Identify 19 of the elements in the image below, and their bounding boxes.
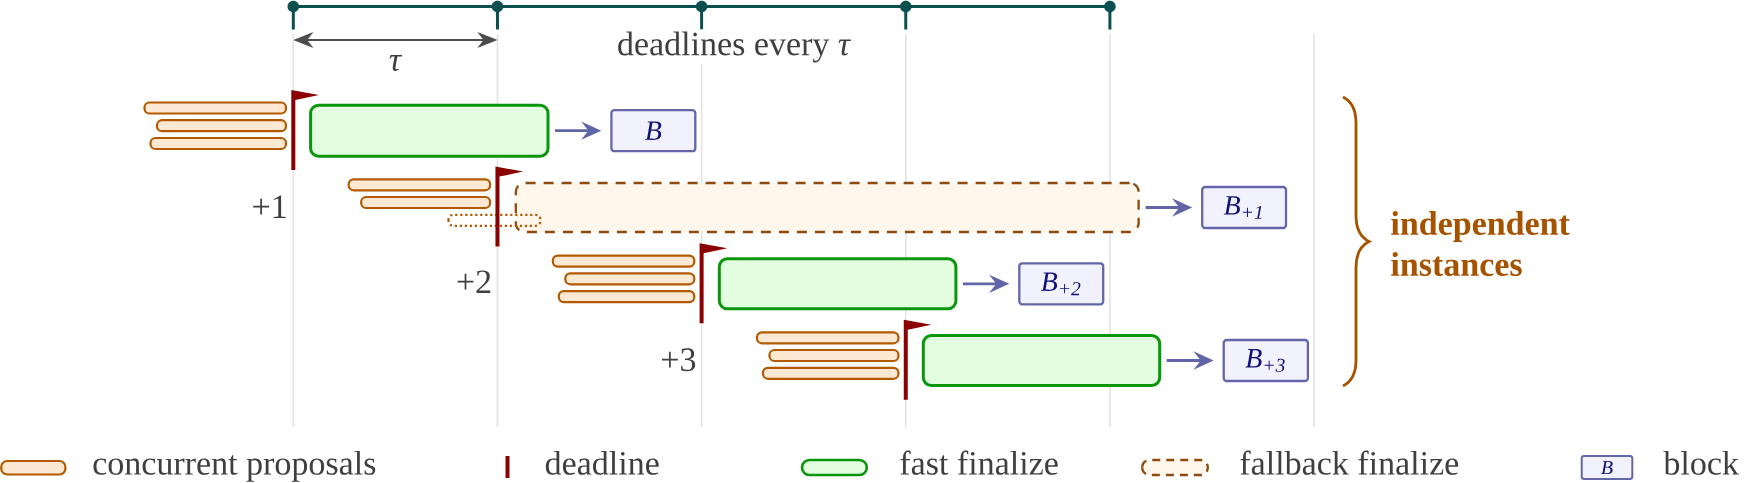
fallback-finalize-box (514, 181, 1140, 234)
legend-text: fallback finalize (1240, 450, 1459, 475)
block-box: B (610, 109, 697, 153)
block-box: B$_{+1}$ (1201, 185, 1288, 230)
offset-label: +3 (662, 348, 696, 372)
block-box: B$_{+3}$ (1222, 338, 1310, 383)
offset-label: +1 (253, 195, 286, 218)
block-box: B$_{+2}$ (1018, 262, 1105, 306)
fast-finalize-box (921, 334, 1162, 387)
axis-label: deadlines every τ (614, 29, 854, 65)
offset-label: +2 (457, 270, 491, 293)
legend-text: block (1663, 450, 1739, 475)
legend-text: fast finalize (900, 450, 1058, 475)
fast-finalize-box (309, 103, 550, 158)
dimension-label: τ (389, 55, 403, 71)
legend-text: deadline (545, 450, 659, 475)
fast-finalize-box (717, 257, 958, 311)
legend-text: concurrent proposals (93, 450, 376, 482)
brace-label: independent instances (1391, 211, 1570, 276)
